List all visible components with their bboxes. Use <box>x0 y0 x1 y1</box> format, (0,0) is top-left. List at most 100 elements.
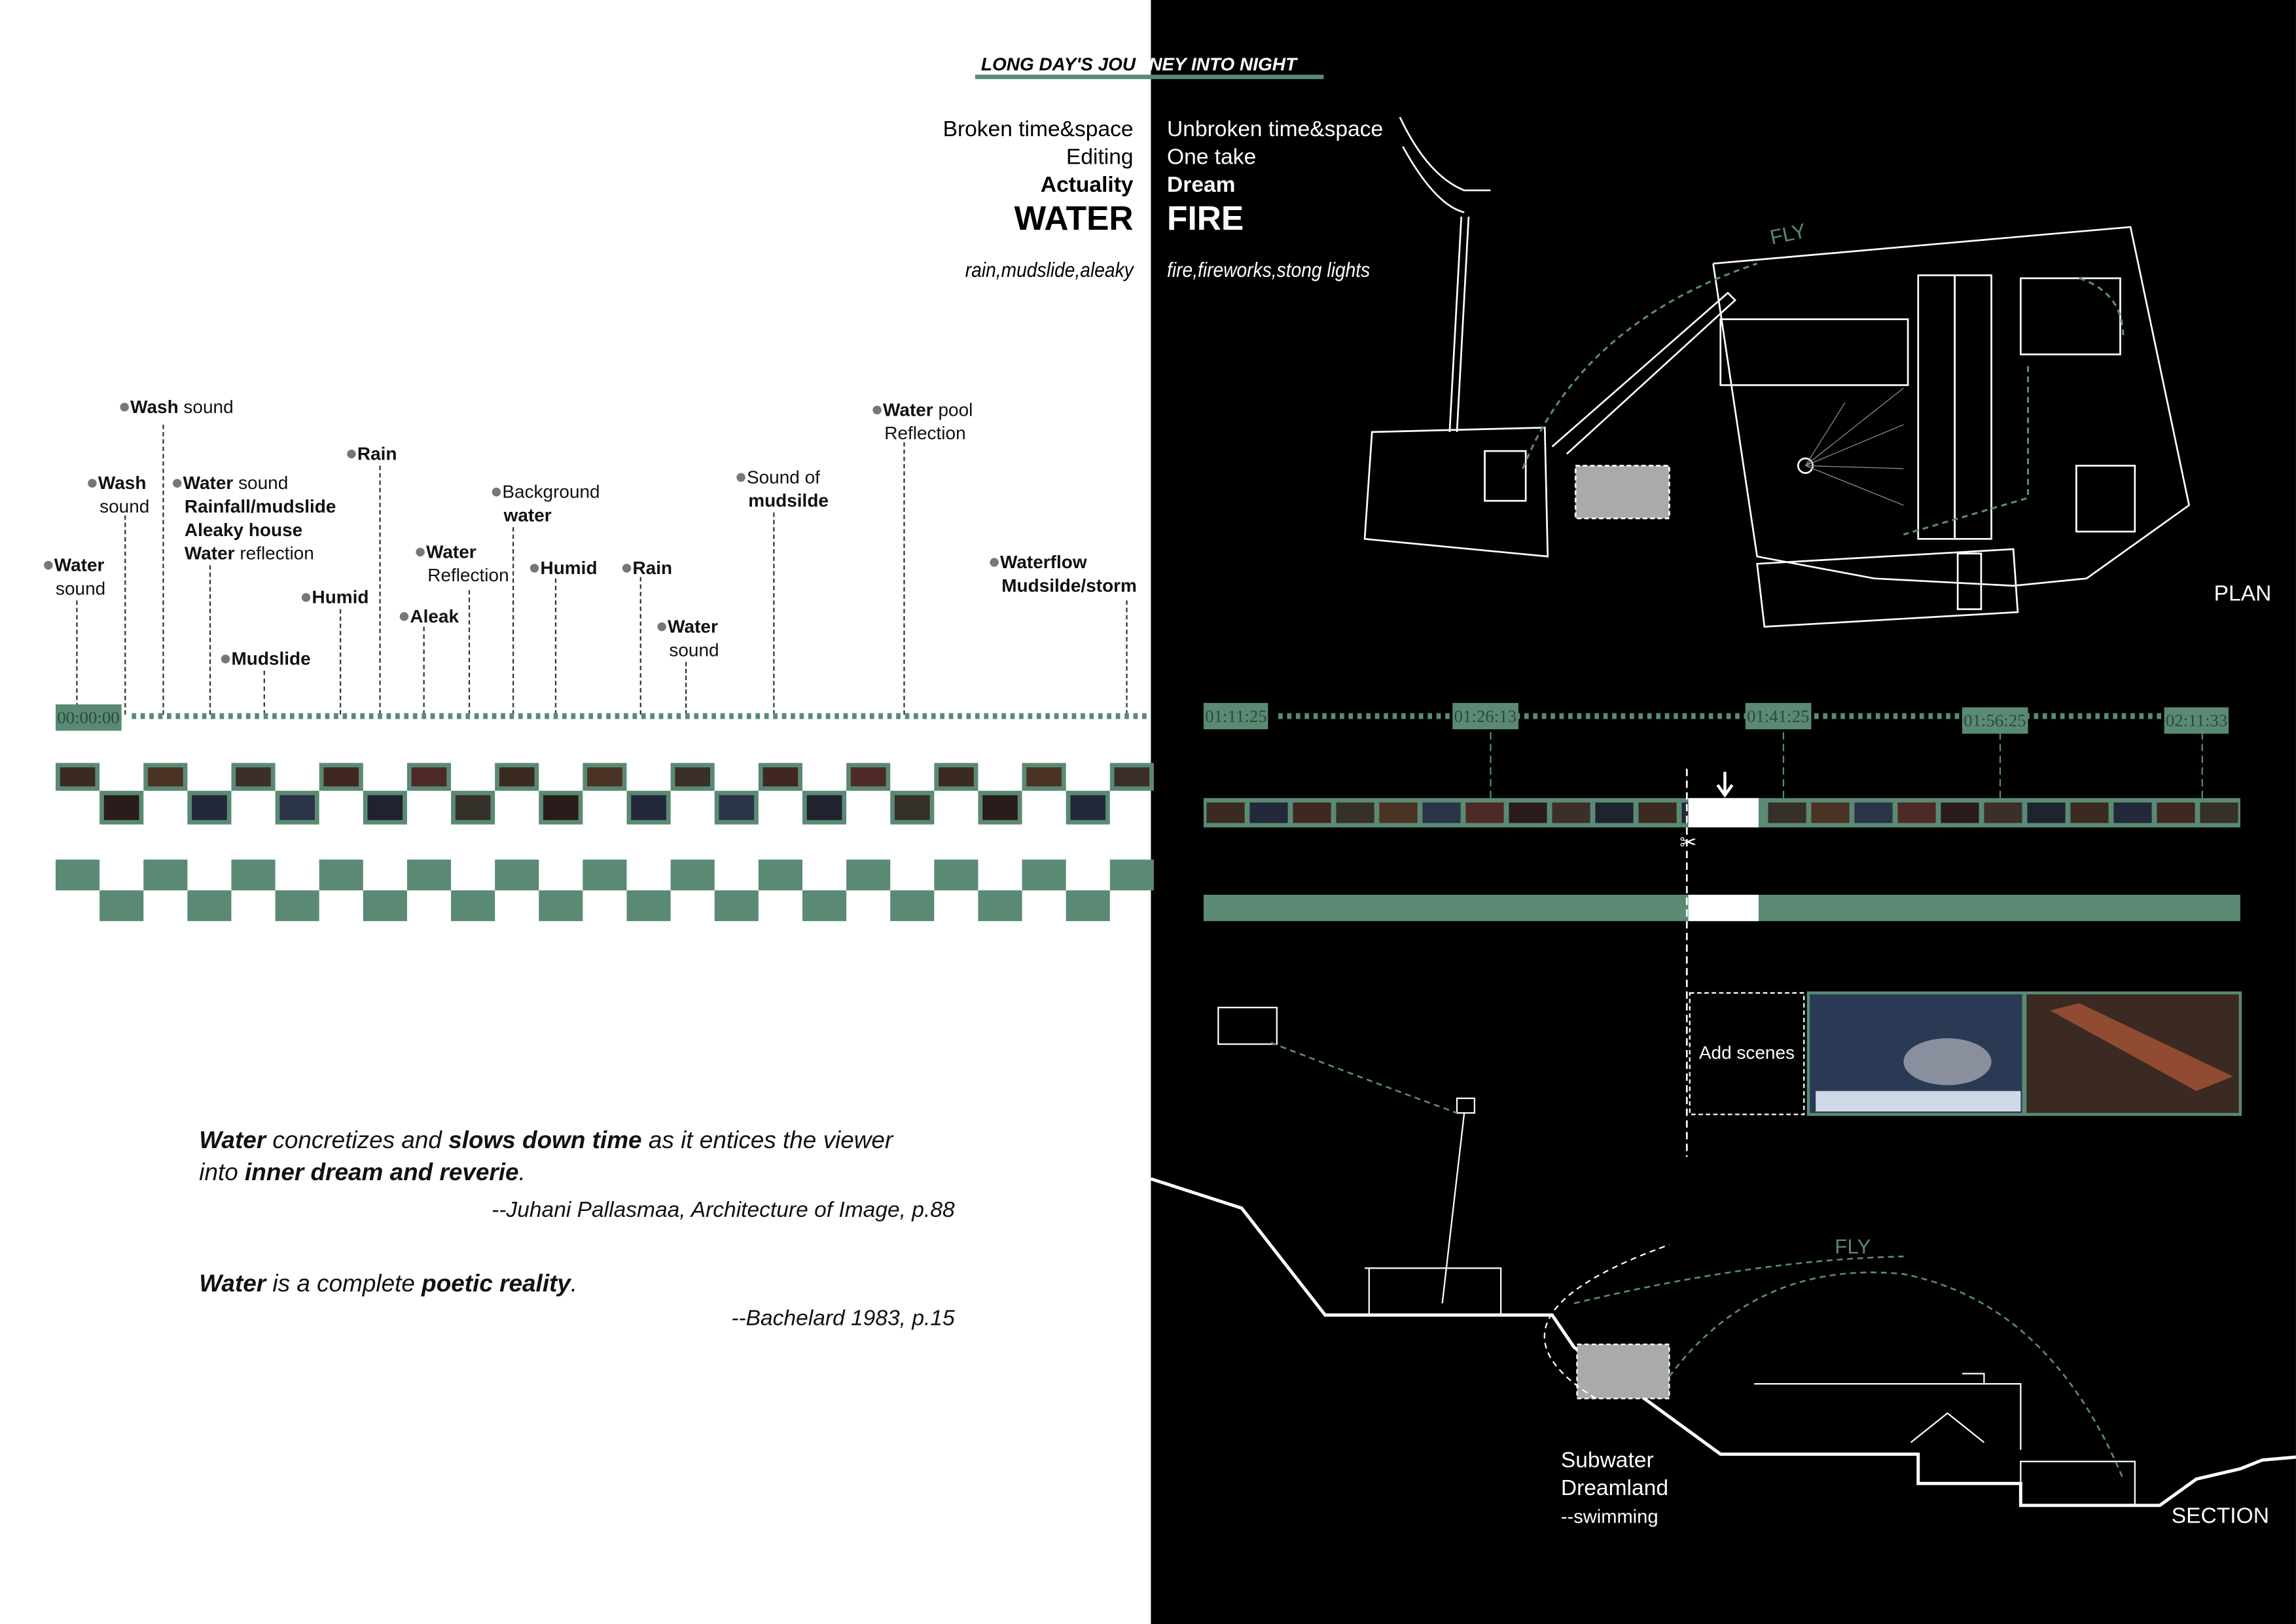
annotation-leader-line <box>209 565 211 715</box>
annotation-label: Wash sound <box>120 395 234 419</box>
film-frame <box>1897 802 1936 823</box>
fire-line-3: Dream <box>1167 172 1236 198</box>
fire-line-2: One take <box>1167 145 1257 170</box>
film-frame <box>1379 802 1418 823</box>
right-timestamp: 01:41:25 <box>1745 702 1811 730</box>
annotation-label: Mudslide <box>221 647 311 671</box>
annotation-leader-line <box>639 577 641 715</box>
quote-citation: --Juhani Pallasmaa, Architecture of Imag… <box>492 1198 955 1223</box>
water-examples: rain,mudslide,aleaky <box>965 257 1134 281</box>
band-block <box>758 859 802 891</box>
annotation-leader-line <box>512 527 514 715</box>
band-block <box>451 890 495 922</box>
bullet-dot <box>622 564 632 573</box>
annotation-label: Humid <box>301 586 369 609</box>
band-block <box>802 890 847 922</box>
water-heading: WATER <box>1014 199 1134 238</box>
left-green-band <box>56 859 1154 922</box>
section-buildings <box>1217 1007 2136 1506</box>
annotation-leader-line <box>263 670 265 715</box>
band-block <box>143 859 188 891</box>
bullet-dot <box>88 478 97 488</box>
band-block <box>99 890 144 922</box>
water-column: Broken time&space Editing Actuality WATE… <box>943 116 1134 281</box>
film-frame <box>1854 802 1893 823</box>
title-underline <box>975 75 1324 79</box>
band-block <box>539 890 583 922</box>
film-frame <box>1638 802 1677 823</box>
film-frame <box>2200 802 2238 823</box>
title-right: RNEY INTO NIGHT <box>1136 54 1297 75</box>
right-timestamp: 01:26:13 <box>1452 702 1518 730</box>
scissors-icon: ✂ <box>1679 831 1696 854</box>
inserted-gap <box>1688 798 1759 828</box>
annotation-leader-line <box>468 590 471 715</box>
fire-examples: fire,fireworks,stong lights <box>1167 257 1371 281</box>
left-timestamp-start: 00:00:00 <box>56 704 121 731</box>
quote-citation: --Bachelard 1983, p.15 <box>731 1306 955 1331</box>
annotation-label: Aleak <box>399 605 459 628</box>
film-frame <box>2113 802 2152 823</box>
band-block <box>670 859 715 891</box>
insert-arrow-icon <box>1716 772 1734 798</box>
section-fly-label: FLY <box>1835 1235 1871 1258</box>
quote-text: Water concretizes and slows down time as… <box>199 1127 893 1187</box>
film-frame <box>1941 802 1979 823</box>
subwater-box <box>1576 1343 1670 1399</box>
plan-fly-label: FLY <box>1768 219 1808 249</box>
annotation-leader-line <box>379 465 381 715</box>
annotation-label: Rain <box>622 556 672 580</box>
shark-shape <box>1903 1038 1992 1085</box>
section-ground-line <box>1150 1177 2296 1507</box>
annotation-leader-line <box>423 626 425 715</box>
bullet-dot <box>736 473 745 482</box>
bullet-dot <box>347 449 356 459</box>
right-timestamp: 01:56:25 <box>1962 707 2028 734</box>
annotation-label: Rain <box>347 442 397 466</box>
poster-title: LONG DAY'S JOURNEY INTO NIGHT <box>981 54 1297 75</box>
fire-line-1: Unbroken time&space <box>1167 117 1384 143</box>
annotation-leader-line <box>773 513 775 715</box>
right-timeline-ticks <box>1490 732 2203 799</box>
film-frame <box>1206 802 1245 823</box>
film-frame <box>1293 802 1331 823</box>
band-block <box>714 890 759 922</box>
bullet-dot <box>990 558 999 567</box>
water-line-2: Editing <box>1066 145 1134 170</box>
bullet-dot <box>416 547 425 557</box>
annotation-leader-line <box>685 662 687 715</box>
bullet-dot <box>172 478 182 488</box>
film-frame <box>1984 802 2022 823</box>
subwater-label: Subwater Dreamland --swimming <box>1561 1447 1668 1530</box>
band-block <box>1022 859 1066 891</box>
band-block <box>363 890 407 922</box>
bullet-dot <box>399 612 409 621</box>
bullet-dot <box>492 487 501 497</box>
band-block <box>187 890 232 922</box>
film-frame <box>1465 802 1504 823</box>
film-frame <box>1768 802 1806 823</box>
annotation-label: Humid <box>529 556 598 580</box>
film-frame <box>1552 802 1590 823</box>
title-left: LONG DAY'S JOU <box>980 54 1136 75</box>
band-block <box>1109 859 1154 891</box>
quote-text: Water is a complete poetic reality. <box>199 1271 578 1298</box>
film-frame <box>1336 802 1374 823</box>
right-timestamp: 01:11:25 <box>1203 702 1268 730</box>
band-block <box>319 859 363 891</box>
plan-label: PLAN <box>2214 581 2272 607</box>
annotation-leader-line <box>124 515 126 715</box>
band-block <box>626 890 671 922</box>
subwater-line-2: Dreamland <box>1560 1476 1669 1502</box>
subwater-line-3: --swimming <box>1560 1505 1659 1528</box>
annotation-leader-line <box>903 442 905 715</box>
bullet-dot <box>221 655 230 664</box>
